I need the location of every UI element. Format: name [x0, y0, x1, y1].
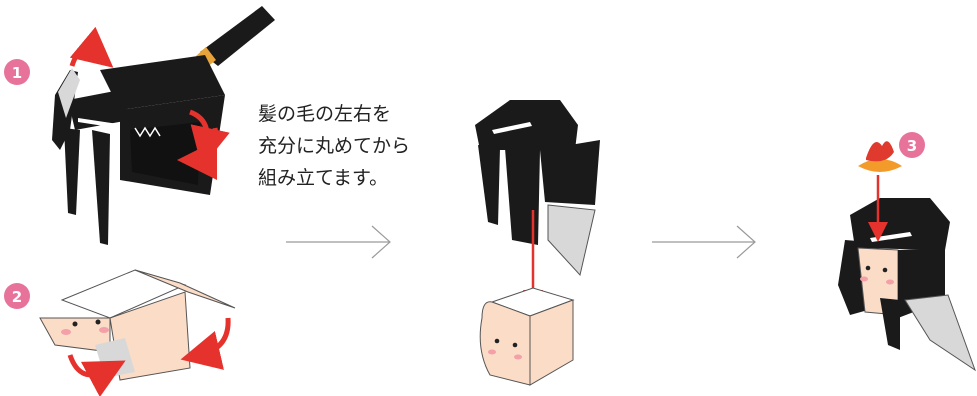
cheek [99, 327, 109, 333]
step-number: 3 [907, 137, 917, 155]
step1-hair-piece [52, 6, 275, 245]
eye [494, 338, 500, 344]
face-box-middle [479, 287, 575, 386]
hair-ornament [858, 141, 902, 172]
step-badge-circle [4, 283, 30, 309]
instruction-line: 充分に丸めてから [258, 135, 411, 157]
eye [512, 342, 518, 348]
step-badge-3: 3 [899, 132, 925, 158]
cheek [514, 354, 522, 360]
eye [865, 265, 871, 271]
curved-red-arrow-icon [69, 26, 114, 68]
eye [95, 319, 101, 325]
instruction-text: 髪の毛の左右を 充分に丸めてから 組み立てます。 [258, 98, 448, 194]
eye [882, 267, 888, 273]
eye [72, 321, 78, 327]
cheek [886, 279, 894, 285]
curved-red-arrow-icon [177, 127, 219, 180]
instruction-line: 組み立てます。 [258, 167, 389, 189]
long-right-arrow-icon [652, 225, 756, 259]
step2-face-box [39, 269, 236, 396]
curved-red-arrow-icon [180, 317, 231, 370]
long-right-arrow-icon [286, 225, 391, 259]
cheek [488, 349, 496, 355]
curved-red-arrow-icon [67, 354, 126, 396]
instruction-line: 髪の毛の左右を [258, 103, 392, 125]
final-head [838, 175, 976, 372]
step-badge-1: 1 [4, 59, 30, 85]
step-number: 2 [12, 288, 22, 306]
step-number: 1 [12, 64, 22, 82]
cheek [61, 329, 71, 335]
cheek [860, 276, 868, 282]
step-badge-2: 2 [4, 283, 30, 309]
step-badge-circle [899, 132, 925, 158]
assembled-hair-middle [475, 100, 600, 310]
step-badge-circle [4, 59, 30, 85]
